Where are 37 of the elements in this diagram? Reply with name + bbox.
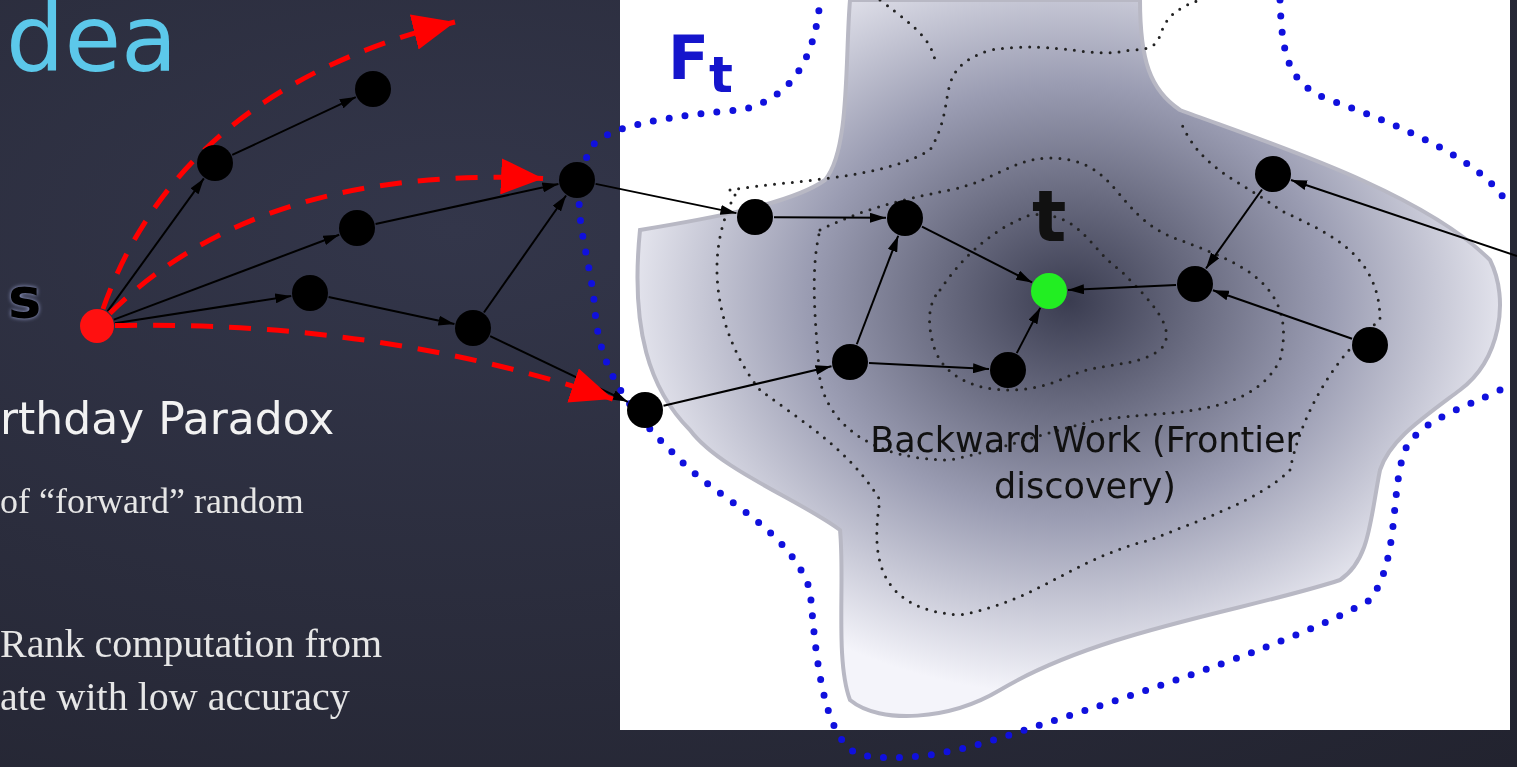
node-label: t	[1032, 180, 1067, 252]
arrow	[1015, 306, 1042, 355]
arrow	[594, 182, 738, 215]
bullet-heading: rthday Paradox	[0, 395, 335, 444]
arrow	[1211, 289, 1354, 340]
graph-node	[355, 71, 391, 107]
region-label: F$_{t}$	[668, 28, 733, 100]
arrow	[920, 225, 1034, 284]
arrow	[231, 96, 357, 156]
arrow	[482, 194, 568, 314]
arrow	[1205, 188, 1263, 270]
graph-node	[292, 275, 328, 311]
arrow	[855, 234, 900, 346]
node-label: s	[8, 270, 42, 326]
dashed-arrow	[100, 15, 456, 310]
arrow	[106, 177, 205, 313]
arrow	[662, 365, 833, 407]
body-text: of “forward” random	[0, 482, 304, 522]
body-text: Rank computation from	[0, 622, 383, 666]
arrow	[868, 361, 990, 374]
slide-title: dea	[6, 0, 178, 86]
arrow	[113, 293, 293, 325]
arrow	[374, 182, 560, 225]
graph-node	[339, 210, 375, 246]
body-text: ate with low accuracy	[0, 675, 350, 719]
graph-node	[80, 309, 114, 343]
graph-node	[455, 310, 491, 346]
arrow	[327, 296, 456, 326]
arrow	[1067, 283, 1177, 295]
arrow	[773, 212, 887, 223]
arrow	[1290, 179, 1517, 257]
graph-node	[559, 162, 595, 198]
arrow	[112, 233, 341, 321]
dashed-arrow	[115, 322, 614, 404]
dashed-arrow	[108, 159, 544, 316]
graph-node	[197, 145, 233, 181]
region-label: Backward Work (Frontier discovery)	[869, 419, 1301, 508]
